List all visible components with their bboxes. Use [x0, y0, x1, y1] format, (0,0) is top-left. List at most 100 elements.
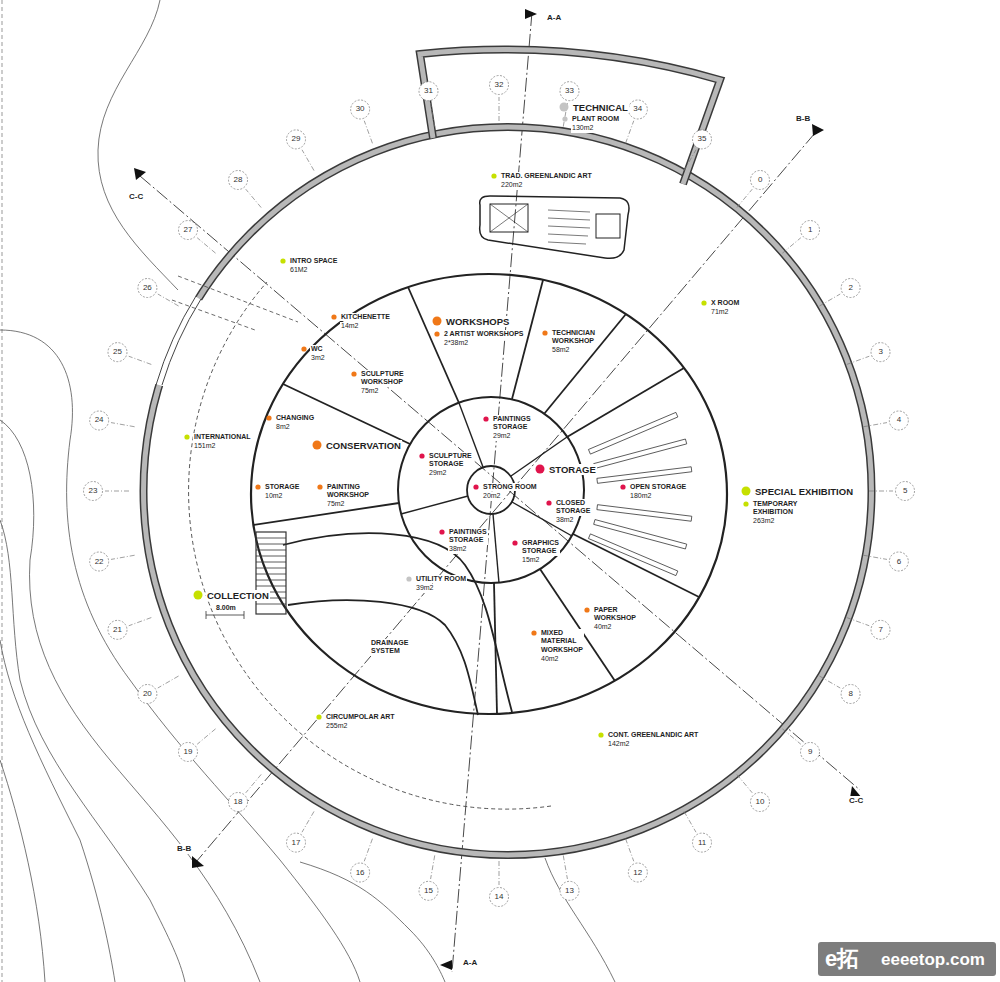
room-area: 151m2 — [193, 442, 216, 451]
grid-number: 18 — [233, 797, 244, 807]
category-dot — [351, 371, 356, 376]
room-area: 15m2 — [521, 556, 541, 565]
section-label: B-B — [176, 844, 192, 854]
section-arrow — [440, 960, 452, 970]
room-name: STORAGE — [264, 483, 301, 492]
room-area: 61M2 — [289, 266, 309, 275]
middle-ring-wall — [251, 274, 727, 714]
contour-line — [545, 858, 615, 982]
grid-bubble — [490, 76, 509, 95]
grid-line — [302, 150, 314, 171]
grid-line — [246, 774, 261, 792]
room-area: 40m2 — [540, 655, 560, 664]
room-name: CLOSED STORAGE — [555, 499, 591, 516]
room-area: 29m2 — [428, 469, 448, 478]
grid-number: 35 — [697, 134, 708, 144]
grid-number: 26 — [142, 283, 153, 293]
room-area: 10m2 — [264, 492, 284, 501]
grid-line — [684, 150, 696, 171]
room-area: 38m2 — [448, 545, 468, 554]
grid-line — [782, 729, 800, 744]
grid-number: 32 — [494, 80, 505, 90]
room-name: PLANT ROOM — [571, 115, 620, 124]
grid-number: 3 — [878, 347, 884, 357]
storage-ring-wall — [398, 397, 584, 583]
section-arrow — [192, 856, 204, 868]
category-dot — [255, 484, 260, 489]
category-dot — [542, 330, 547, 335]
section-arrow — [812, 124, 824, 136]
partition-wall — [567, 368, 684, 437]
room-name: OPEN STORAGE — [629, 483, 687, 492]
room-name: INTRO SPACE — [289, 257, 338, 266]
room-name: PAINTINGS STORAGE — [492, 415, 532, 432]
corridor-line — [172, 300, 255, 330]
lift-shaft — [596, 214, 620, 238]
grid-line — [111, 423, 135, 427]
room-name: 2 ARTIST WORKSHOPS — [443, 330, 524, 339]
grid-line — [197, 238, 215, 253]
category-dot — [317, 484, 322, 489]
category-dot — [313, 441, 322, 450]
lift-cross — [490, 204, 528, 232]
grid-line — [129, 356, 152, 364]
annex-wall-fill — [420, 50, 720, 184]
category-dot — [266, 415, 271, 420]
room-name: UTILITY ROOM — [415, 575, 467, 584]
grid-line — [302, 811, 314, 832]
category-dot — [531, 630, 536, 635]
lift-shaft — [490, 204, 528, 232]
outer-wall — [144, 127, 872, 855]
stair-outline — [256, 532, 286, 614]
room-name: TRAD. GREENLANDIC ART — [500, 172, 593, 181]
room-name: TECHNICIAN WORKSHOP — [551, 329, 596, 346]
grid-number: 28 — [233, 175, 244, 185]
grid-bubble — [90, 411, 109, 430]
grid-number: 21 — [112, 625, 123, 635]
room-name: WC — [310, 345, 324, 354]
glazing-line — [156, 296, 196, 385]
grid-number: 22 — [94, 557, 105, 567]
grid-number: 14 — [494, 892, 505, 902]
terrain-contours — [0, 0, 615, 982]
room-area: 20m2 — [482, 492, 502, 501]
grid-line — [105, 491, 129, 492]
grid-bubble — [693, 833, 712, 852]
grid-bubble — [419, 82, 438, 101]
category-dot — [280, 258, 285, 263]
room-name: GRAPHICS STORAGE — [521, 539, 560, 556]
storage-partition — [493, 514, 499, 583]
room-name: TEMPORARY EXHIBITION — [752, 500, 798, 517]
section-line — [196, 133, 815, 862]
zone-heading: STORAGE — [548, 464, 597, 475]
category-dot — [316, 714, 321, 719]
grid-bubble — [693, 130, 712, 149]
technical-annex — [420, 50, 720, 184]
category-dot — [483, 416, 488, 421]
room-name: SCULPTURE STORAGE — [428, 452, 473, 469]
category-dot — [491, 173, 496, 178]
grid-line — [626, 839, 634, 862]
section-arrows — [134, 9, 862, 970]
annex-wall-outline — [420, 50, 720, 184]
category-dot — [742, 487, 751, 496]
grid-line — [364, 839, 372, 862]
room-area: 75m2 — [360, 387, 380, 396]
grid-number: 4 — [896, 415, 902, 425]
grid-number: 11 — [697, 838, 707, 848]
room-name: X ROOM — [710, 299, 740, 308]
category-dot — [546, 500, 551, 505]
category-dot — [562, 116, 567, 121]
corridor-line — [178, 276, 298, 322]
grid-bubble — [801, 742, 820, 761]
grid-number: 34 — [632, 104, 643, 114]
grid-bubble — [841, 279, 860, 298]
grid-number: 25 — [112, 347, 123, 357]
grid-number: 23 — [88, 486, 99, 496]
grid-bubble — [871, 343, 890, 362]
section-line — [140, 176, 860, 790]
section-arrow — [134, 168, 146, 180]
contour-line — [300, 862, 445, 982]
grid-number: 16 — [355, 868, 366, 878]
grid-bubble — [871, 620, 890, 639]
